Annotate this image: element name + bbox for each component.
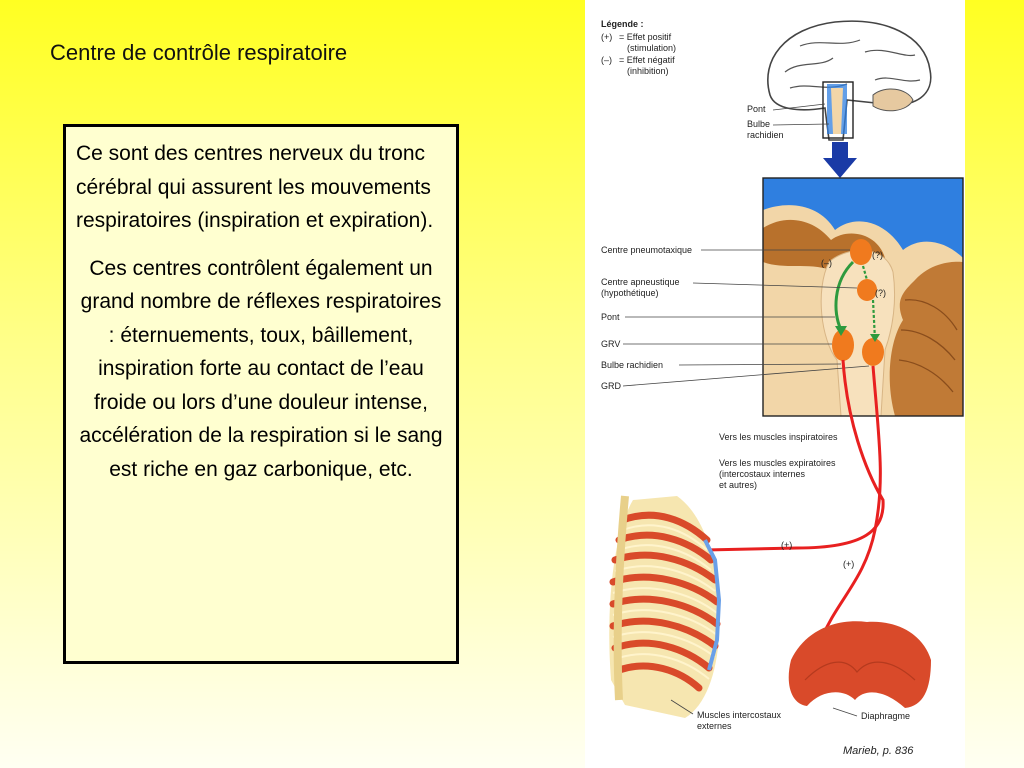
legend-minus-line1: = Effet négatif bbox=[619, 55, 675, 65]
intro-paragraph: Ce sont des centres nerveux du tronc cér… bbox=[76, 142, 434, 232]
reflexes-paragraph: Ces centres contrôlent également un gran… bbox=[79, 256, 443, 481]
pont-leader bbox=[772, 103, 826, 111]
label-inspiratoires: Vers les muscles inspiratoires bbox=[719, 432, 838, 442]
grd-nucleus bbox=[862, 338, 884, 366]
brainstem-panel: (–) (?) (?) bbox=[762, 177, 964, 417]
brain-label-bulbe-1: Bulbe bbox=[747, 119, 770, 129]
brain-label-pont: Pont bbox=[747, 104, 766, 114]
legend-plus-key: (+) bbox=[601, 32, 612, 42]
diaphragm bbox=[788, 621, 931, 708]
slide-title: Centre de contrôle respiratoire bbox=[50, 40, 348, 65]
label-bulbe: Bulbe rachidien bbox=[601, 360, 663, 370]
figure-credit: Marieb, p. 836 bbox=[843, 745, 914, 757]
effect-plus-2: (+) bbox=[843, 559, 854, 569]
label-grv: GRV bbox=[601, 339, 620, 349]
brain-label-bulbe-2: rachidien bbox=[747, 130, 784, 140]
label-expiratoires-2: (intercostaux internes bbox=[719, 469, 806, 479]
legend-plus-line2: (stimulation) bbox=[627, 43, 676, 53]
muscle-labels: Muscles intercostaux externes Diaphragme bbox=[670, 699, 910, 731]
effect-plus-1: (+) bbox=[781, 540, 792, 550]
grv-nucleus bbox=[832, 329, 854, 361]
nerve-labels: Vers les muscles inspiratoires Vers les … bbox=[719, 432, 838, 490]
apneustic-center bbox=[857, 279, 877, 301]
rib-cage bbox=[609, 495, 722, 718]
legend-minus-key: (–) bbox=[601, 55, 612, 65]
respiratory-diagram: Légende : (+) = Effet positif (stimulati… bbox=[601, 19, 964, 757]
pneumotaxic-center bbox=[850, 239, 872, 265]
label-intercostaux-2: externes bbox=[697, 721, 732, 731]
label-intercostaux-1: Muscles intercostaux bbox=[697, 710, 782, 720]
label-apneustique-2: (hypothétique) bbox=[601, 288, 659, 298]
zoom-arrow-icon bbox=[823, 142, 857, 178]
label-pneumotaxique: Centre pneumotaxique bbox=[601, 245, 692, 255]
label-diaphragme: Diaphragme bbox=[861, 711, 910, 721]
label-expiratoires-1: Vers les muscles expiratoires bbox=[719, 458, 836, 468]
brain-illustration: Pont Bulbe rachidien bbox=[747, 20, 932, 141]
brainstem-labels: Centre pneumotaxique Centre apneustique … bbox=[601, 245, 870, 391]
legend-minus-line2: (inhibition) bbox=[627, 66, 669, 76]
figure-panel: Légende : (+) = Effet positif (stimulati… bbox=[585, 0, 965, 768]
legend: Légende : (+) = Effet positif (stimulati… bbox=[601, 19, 676, 76]
inner-minus-mark: (–) bbox=[821, 258, 832, 268]
label-expiratoires-3: et autres) bbox=[719, 480, 757, 490]
label-pont: Pont bbox=[601, 312, 620, 322]
inner-question-mark-2: (?) bbox=[875, 288, 886, 298]
inner-question-mark-1: (?) bbox=[872, 250, 883, 260]
legend-plus-line1: = Effet positif bbox=[619, 32, 672, 42]
label-grd: GRD bbox=[601, 381, 622, 391]
inhibition-arrow-icon bbox=[834, 260, 855, 331]
text-box: Ce sont des centres nerveux du tronc cér… bbox=[63, 124, 459, 664]
legend-title: Légende : bbox=[601, 19, 644, 29]
bulbe-leader bbox=[772, 123, 830, 126]
label-apneustique-1: Centre apneustique bbox=[601, 277, 680, 287]
